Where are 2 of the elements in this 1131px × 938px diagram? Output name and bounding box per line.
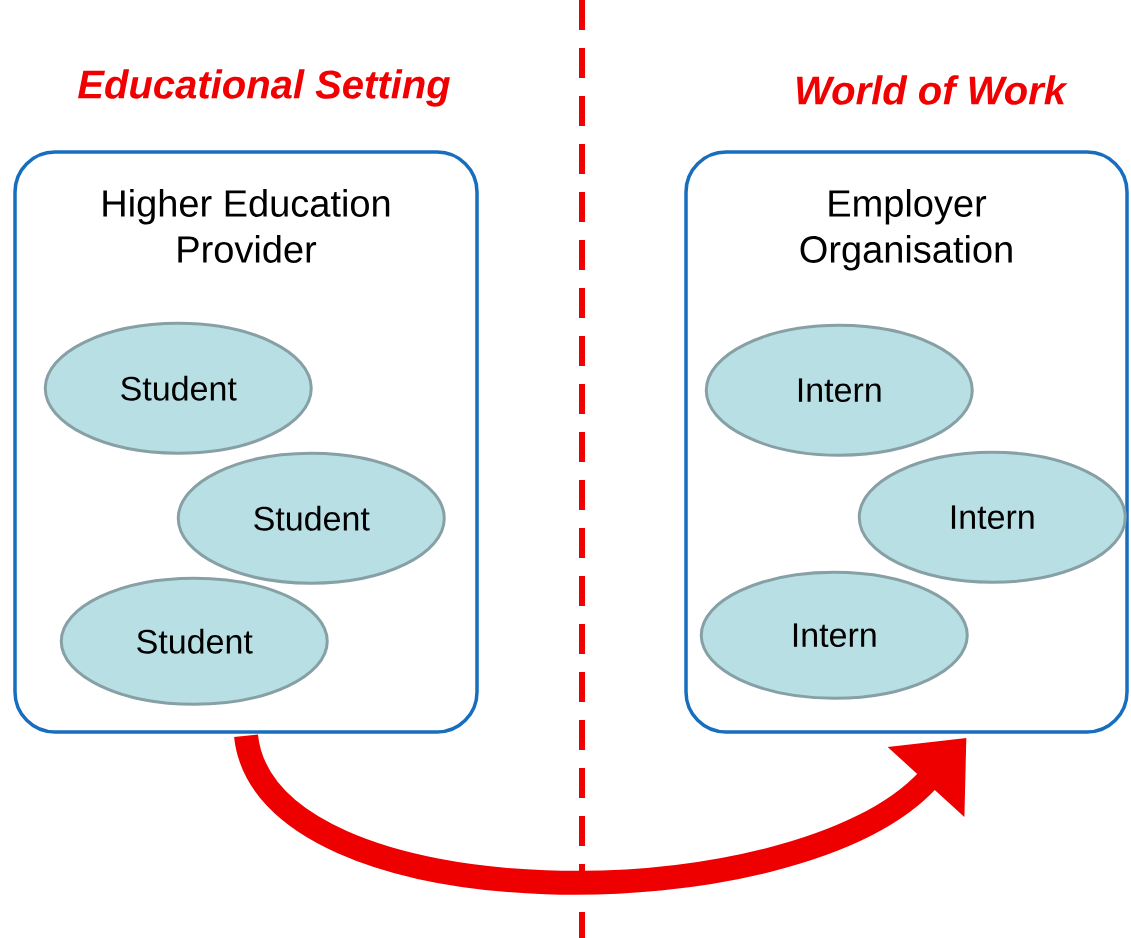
region-heading: Educational Setting <box>78 69 450 107</box>
region-heading: World of Work <box>797 75 1068 105</box>
